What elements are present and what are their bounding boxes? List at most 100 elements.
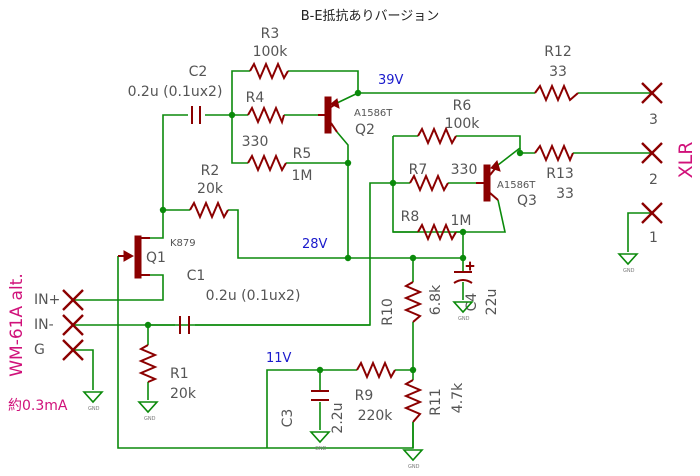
ground-symbol-c4: GND — [452, 301, 474, 322]
resistor-r11: R11 4.7k — [403, 379, 466, 423]
xlr-pin-2: 2 — [641, 142, 663, 188]
transistor-q2: A1586T Q2 — [318, 96, 393, 138]
svg-text:100k: 100k — [253, 44, 289, 60]
resistor-r10: R10 6.8k — [380, 281, 444, 326]
ground-symbol-c3: GND — [309, 431, 331, 452]
ground-symbol-g: GND — [82, 391, 104, 412]
svg-text:330: 330 — [242, 134, 269, 150]
ground-symbol-xlr: GND — [617, 253, 639, 274]
junction-dot — [159, 206, 167, 214]
svg-text:IN+: IN+ — [34, 292, 60, 308]
svg-text:GND: GND — [88, 406, 100, 412]
resistor-r1: R1 20k — [138, 344, 197, 402]
svg-text:33: 33 — [549, 64, 567, 80]
svg-text:R2: R2 — [201, 163, 220, 179]
junction-dot — [344, 254, 352, 262]
voltage-11v: 11V — [266, 351, 292, 366]
svg-text:2.2u: 2.2u — [330, 402, 346, 433]
resistor-r13: R13 33 — [534, 143, 574, 202]
svg-text:R11: R11 — [428, 388, 444, 416]
capacitor-c1: C1 0.2u (0.1ux2) — [179, 268, 301, 334]
svg-text:GND: GND — [315, 446, 327, 452]
junction-dot — [389, 179, 397, 187]
svg-text:GND: GND — [408, 464, 420, 470]
junction-dot — [344, 159, 352, 167]
svg-text:20k: 20k — [170, 386, 197, 402]
resistor-r7: R7 330 — [409, 162, 478, 193]
transistor-q1: K879 Q1 — [118, 235, 196, 279]
capacitor-c3: C3 2.2u — [280, 390, 346, 434]
svg-text:R5: R5 — [293, 146, 312, 162]
capacitor-c2: C2 0.2u (0.1ux2) — [128, 64, 222, 124]
svg-text:R10: R10 — [380, 298, 396, 326]
junction-dot — [144, 321, 152, 329]
svg-text:GND: GND — [623, 268, 635, 274]
svg-text:C2: C2 — [189, 64, 208, 80]
svg-text:R12: R12 — [544, 44, 572, 60]
xlr-pin-1: 1 — [641, 202, 663, 246]
junction-dot — [516, 149, 524, 157]
voltage-28v: 28V — [302, 237, 328, 252]
svg-text:Q1: Q1 — [146, 250, 166, 266]
ground-symbol-r1: GND — [137, 401, 159, 422]
svg-text:C1: C1 — [187, 268, 206, 284]
resistor-r3: R3 100k — [249, 26, 289, 81]
svg-text:6.8k: 6.8k — [428, 284, 444, 315]
junction-dot — [316, 366, 324, 374]
svg-text:IN-: IN- — [34, 317, 54, 333]
resistor-r4: R4 330 — [242, 90, 285, 150]
resistor-r8: R8 1M — [401, 209, 472, 242]
svg-text:Q3: Q3 — [517, 193, 537, 209]
svg-text:R1: R1 — [170, 366, 189, 382]
svg-text:100k: 100k — [445, 116, 481, 132]
svg-text:R4: R4 — [246, 90, 265, 106]
voltage-39v: 39V — [378, 73, 404, 88]
junction-dot — [459, 228, 467, 236]
svg-text:R13: R13 — [546, 166, 574, 182]
junction-dot — [459, 254, 467, 262]
svg-text:R8: R8 — [401, 209, 420, 225]
mic-model-label: WM-61A alt. — [7, 273, 27, 377]
junction-dot — [354, 89, 362, 97]
capacitor-c4: + C4 22u — [453, 259, 500, 316]
svg-text:1M: 1M — [451, 213, 472, 229]
plus-sign: + — [465, 259, 475, 273]
svg-text:1M: 1M — [292, 168, 313, 184]
svg-text:330: 330 — [451, 162, 478, 178]
input-pin-g: G — [34, 339, 84, 361]
svg-text:33: 33 — [556, 186, 574, 202]
svg-text:R9: R9 — [355, 388, 374, 404]
mic-current-label: 約0.3mA — [8, 398, 68, 414]
svg-text:0.2u (0.1ux2): 0.2u (0.1ux2) — [206, 288, 301, 304]
svg-text:4.7k: 4.7k — [450, 382, 466, 413]
junction-dot — [409, 366, 417, 374]
svg-text:22u: 22u — [484, 289, 500, 316]
junction-dots — [144, 89, 524, 374]
svg-text:20k: 20k — [197, 181, 224, 197]
input-pin-in-minus: IN- — [34, 314, 84, 336]
junction-dot — [409, 254, 417, 262]
resistor-r5: R5 1M — [247, 146, 313, 184]
xlr-label: XLR — [675, 142, 697, 179]
schematic-title: B-E抵抗ありバージョン — [301, 9, 440, 24]
resistor-r6: R6 100k — [417, 98, 481, 146]
svg-text:GND: GND — [144, 416, 156, 422]
svg-text:R6: R6 — [453, 98, 472, 114]
resistor-r2: R2 20k — [189, 163, 229, 220]
junction-dot — [228, 111, 236, 119]
svg-text:K879: K879 — [170, 238, 196, 249]
svg-text:A1586T: A1586T — [497, 180, 536, 191]
ground-symbol-r11: GND — [402, 449, 424, 470]
svg-text:220k: 220k — [358, 408, 394, 424]
svg-text:3: 3 — [649, 112, 658, 128]
svg-text:1: 1 — [649, 230, 658, 246]
resistor-r9: R9 220k — [355, 360, 396, 424]
svg-text:Q2: Q2 — [355, 122, 375, 138]
resistor-r12: R12 33 — [534, 44, 579, 103]
svg-text:R3: R3 — [261, 26, 280, 42]
svg-text:2: 2 — [649, 172, 658, 188]
input-pin-in-plus: IN+ — [34, 289, 84, 311]
transistor-q3: A1586T Q3 — [476, 159, 537, 209]
svg-text:A1586T: A1586T — [354, 108, 393, 119]
svg-text:C3: C3 — [280, 409, 296, 428]
